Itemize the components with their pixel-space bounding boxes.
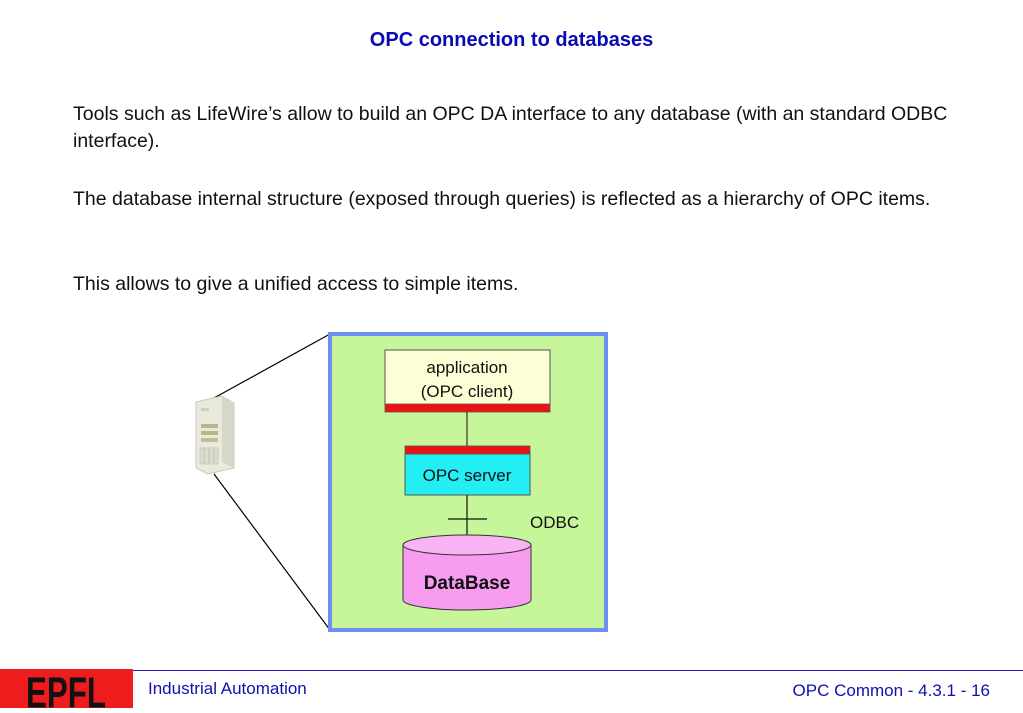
slide-title: OPC connection to databases: [369, 29, 654, 51]
paragraph-structure: The database internal structure (exposed…: [73, 188, 931, 210]
opc-server-box: [404, 453, 531, 496]
client-label-line2: (OPC client): [421, 382, 514, 401]
server-label: OPC server: [423, 466, 512, 485]
zoom-line-bottom: [213, 473, 331, 631]
database-label: DataBase: [424, 573, 511, 594]
paragraph-unified-access: This allows to give a unified access to …: [73, 273, 519, 295]
footer-course: Industrial Automation: [148, 679, 307, 698]
epfl-logo: EPFL: [0, 668, 133, 713]
odbc-label: ODBC: [530, 513, 579, 532]
client-label-line1: application: [426, 358, 507, 377]
epfl-logo-text: EPFL: [26, 669, 106, 708]
database-cylinder: [402, 534, 532, 611]
footer-divider: [133, 670, 1023, 671]
opc-client-box: [384, 349, 551, 406]
server-interface-bar: [404, 445, 531, 455]
footer-page-ref: OPC Common - 4.3.1 - 16: [792, 681, 990, 700]
server-tower-icon: [195, 395, 235, 475]
client-interface-bar: [384, 403, 551, 413]
paragraph-tools: Tools such as LifeWire’s allow to build …: [73, 103, 948, 152]
zoom-line-top: [213, 333, 331, 399]
